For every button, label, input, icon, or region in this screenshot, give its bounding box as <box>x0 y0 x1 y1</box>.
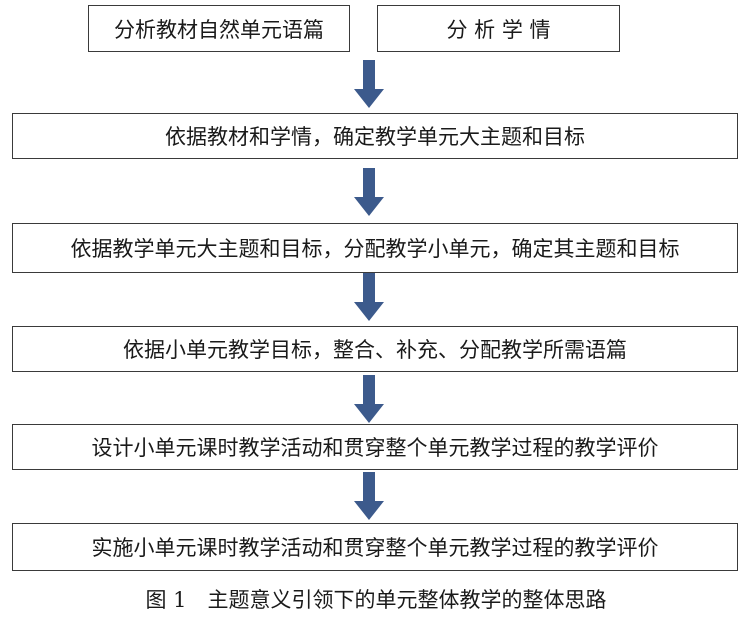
figure-caption: 图 1 主题意义引领下的单元整体教学的整体思路 <box>145 588 607 612</box>
step-box-1: 依据教材和学情，确定教学单元大主题和目标 <box>12 113 738 159</box>
step-box-4: 设计小单元课时教学活动和贯穿整个单元教学过程的教学评价 <box>12 424 738 470</box>
down-arrow-icon <box>354 375 384 423</box>
step-label: 依据教材和学情，确定教学单元大主题和目标 <box>165 125 585 149</box>
top-box-learner-analysis: 分 析 学 情 <box>377 5 620 52</box>
down-arrow-icon <box>354 273 384 321</box>
step-label: 依据小单元教学目标，整合、补充、分配教学所需语篇 <box>123 338 627 362</box>
down-arrow-icon <box>354 472 384 520</box>
step-box-5: 实施小单元课时教学活动和贯穿整个单元教学过程的教学评价 <box>12 523 738 571</box>
top-box-textbook-analysis: 分析教材自然单元语篇 <box>88 5 350 52</box>
step-box-3: 依据小单元教学目标，整合、补充、分配教学所需语篇 <box>12 326 738 372</box>
down-arrow-icon <box>354 168 384 216</box>
down-arrow-icon <box>354 60 384 108</box>
top-box-label: 分析教材自然单元语篇 <box>114 17 324 42</box>
step-label: 设计小单元课时教学活动和贯穿整个单元教学过程的教学评价 <box>91 436 659 460</box>
step-label: 依据教学单元大主题和目标，分配教学小单元，确定其主题和目标 <box>70 237 680 261</box>
step-label: 实施小单元课时教学活动和贯穿整个单元教学过程的教学评价 <box>91 536 659 560</box>
top-box-label: 分 析 学 情 <box>446 17 551 42</box>
step-box-2: 依据教学单元大主题和目标，分配教学小单元，确定其主题和目标 <box>12 223 738 273</box>
